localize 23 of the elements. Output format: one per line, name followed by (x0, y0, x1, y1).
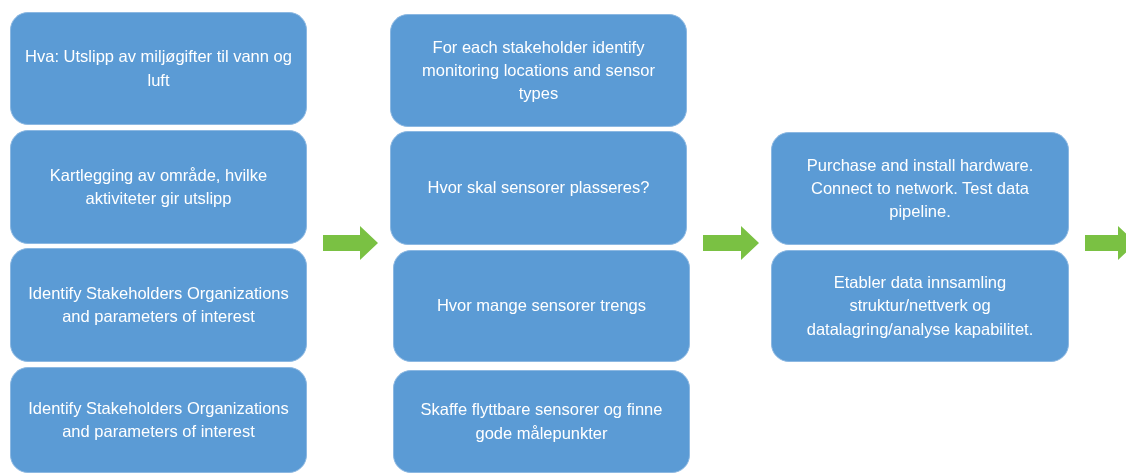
step-text: Purchase and install hardware. Connect to network. Test data pipeline. (805, 154, 1035, 223)
step-text: For each stakeholder identify monitoring locations and sensor types (421, 36, 656, 105)
arrow (323, 226, 378, 260)
process-box (10, 12, 307, 125)
step-text: Kartlegging av område, hvilke aktiviteter gir utslipp (48, 164, 269, 209)
step-text: Skaffe flyttbare sensorer og finne gode målepunkter (419, 399, 664, 444)
process-box (390, 14, 687, 127)
arrow (1085, 226, 1126, 260)
process-box (393, 370, 690, 473)
step-text: Hva: Utslipp av miljøgifter til vann og luft (24, 46, 293, 91)
step-text: Identify Stakeholders Organizations and parameters of interest (27, 282, 290, 327)
process-box (771, 132, 1069, 245)
step-text: Etabler data innsamling struktur/nettverk og datalagring/analyse kapabilitet. (805, 272, 1035, 340)
step-text: Hvor skal sensorer plasseres? (427, 177, 650, 199)
process-box (390, 131, 687, 245)
process-box (10, 367, 307, 473)
process-box (10, 248, 307, 362)
step-text: Identify Stakeholders Organizations and parameters of interest (27, 397, 290, 442)
process-box (10, 130, 307, 244)
step-text: Hvor mange sensorer trengs (436, 295, 647, 317)
process-box (771, 250, 1069, 362)
arrow (703, 226, 759, 260)
process-box (393, 250, 690, 362)
